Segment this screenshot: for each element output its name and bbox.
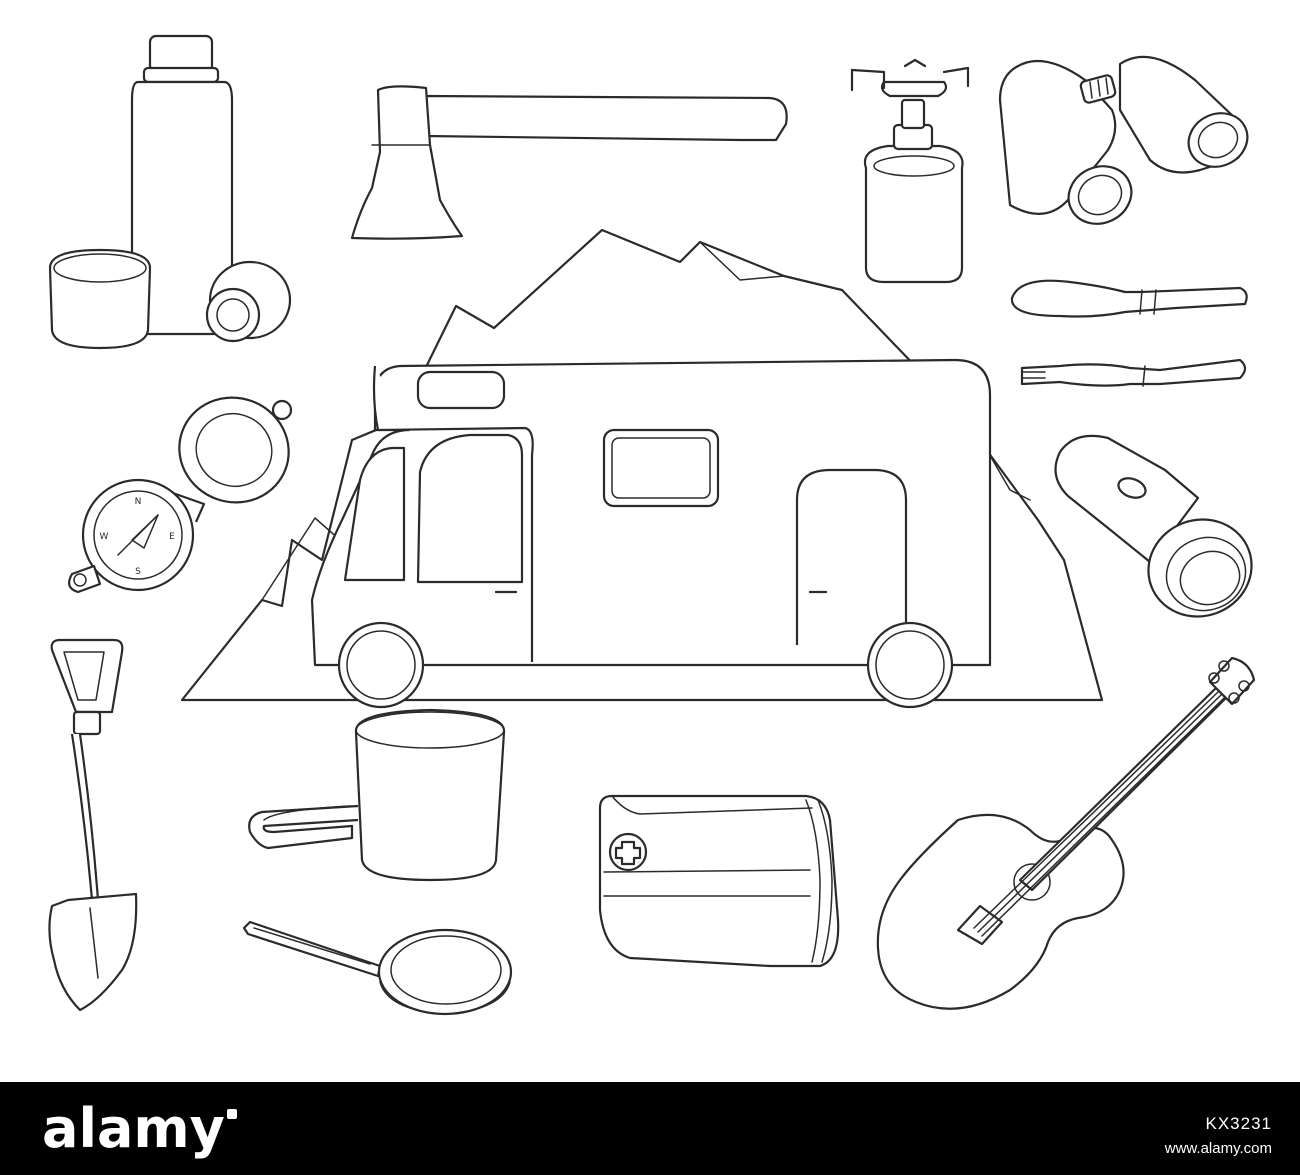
alamy-logo: alamy	[42, 1096, 237, 1162]
campervan-icon	[310, 358, 992, 709]
shovel-icon	[48, 638, 138, 1012]
pot-icon	[248, 708, 506, 882]
axe-icon	[350, 85, 788, 240]
mountains-icon	[180, 228, 1104, 702]
logo-text: alamy	[42, 1097, 225, 1160]
spork-spoon-icon	[1010, 279, 1248, 318]
image-id: KX3231	[1205, 1114, 1272, 1133]
illustration-canvas: N S W E	[48, 34, 1256, 1016]
svg-text:N: N	[135, 497, 142, 507]
svg-text:E: E	[169, 532, 175, 542]
camping-stove-icon	[850, 58, 970, 284]
logo-mark	[226, 1109, 237, 1119]
compass-icon: N S W E	[67, 396, 293, 594]
thermos-icon	[48, 34, 292, 350]
flashlight-icon	[1054, 434, 1253, 618]
svg-text:W: W	[100, 532, 109, 542]
binoculars-icon	[998, 55, 1249, 225]
footer-url: www.alamy.com	[1164, 1140, 1272, 1157]
first-aid-kit-icon	[598, 794, 840, 968]
watermark-bar: alamy KX3231 www.alamy.com	[0, 1082, 1300, 1175]
frying-pan-icon	[242, 920, 513, 1016]
guitar-icon	[876, 656, 1256, 1010]
spork-fork-icon	[1020, 358, 1247, 387]
svg-text:S: S	[135, 567, 141, 577]
